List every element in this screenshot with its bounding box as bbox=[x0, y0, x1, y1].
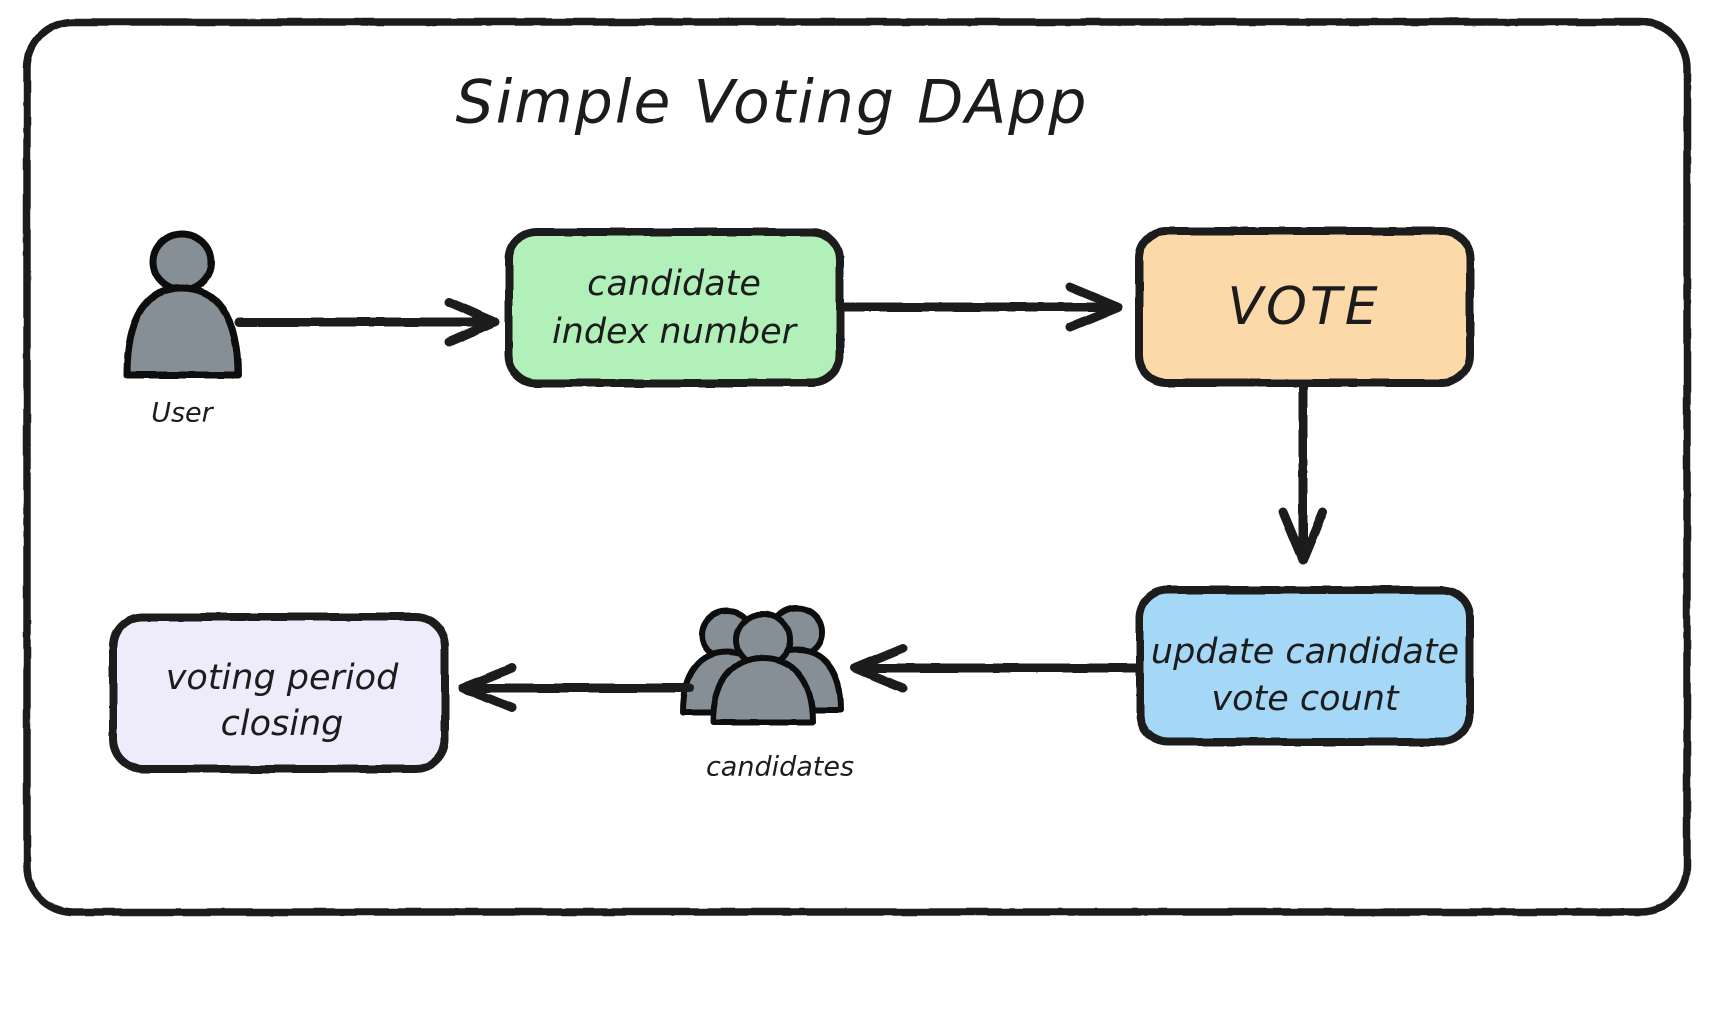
candidates-node[interactable]: candidates bbox=[680, 605, 854, 783]
voting-period-closing-label-line-2: closing bbox=[221, 704, 344, 744]
candidate-index-box bbox=[505, 228, 844, 387]
voting-period-closing-node[interactable]: voting period closing bbox=[109, 613, 449, 773]
edge-update-count-to-candidates bbox=[850, 643, 1141, 693]
person-head bbox=[149, 230, 215, 294]
person-icon bbox=[123, 230, 242, 379]
vote-node[interactable]: VOTE bbox=[1135, 227, 1474, 387]
edge-candidate-index-to-vote bbox=[838, 282, 1123, 332]
edge-user-to-candidate-index bbox=[234, 297, 500, 347]
diagram-frame bbox=[23, 18, 1691, 916]
voting-period-closing-label-line-1: voting period bbox=[166, 658, 399, 698]
edge-candidates-to-voting-period-closing bbox=[458, 663, 695, 713]
arrow-head bbox=[1278, 507, 1328, 565]
arrow-head bbox=[1065, 282, 1123, 332]
person-body bbox=[123, 284, 242, 379]
user-node[interactable]: User bbox=[123, 230, 242, 429]
candidates-label: candidates bbox=[706, 752, 854, 783]
candidate-index-node[interactable]: candidate index number bbox=[505, 228, 844, 387]
arrow-head bbox=[444, 297, 500, 347]
voting-period-closing-box bbox=[109, 613, 449, 773]
person-body-center bbox=[710, 655, 816, 725]
vote-label: VOTE bbox=[1227, 277, 1380, 337]
update-count-label-line-1: update candidate bbox=[1151, 632, 1459, 672]
user-label: User bbox=[151, 398, 214, 429]
page-title: Simple Voting DApp bbox=[456, 68, 1089, 138]
update-count-node[interactable]: update candidate vote count bbox=[1136, 586, 1474, 746]
update-count-label-line-2: vote count bbox=[1211, 679, 1400, 719]
arrow-head bbox=[850, 643, 908, 693]
edge-vote-to-update-count bbox=[1278, 382, 1328, 565]
arrow-head bbox=[458, 663, 517, 713]
candidate-index-label-line-2: index number bbox=[552, 312, 799, 352]
frame-border bbox=[23, 18, 1691, 916]
people-group-icon bbox=[680, 605, 844, 725]
candidate-index-label-line-1: candidate bbox=[587, 264, 761, 304]
